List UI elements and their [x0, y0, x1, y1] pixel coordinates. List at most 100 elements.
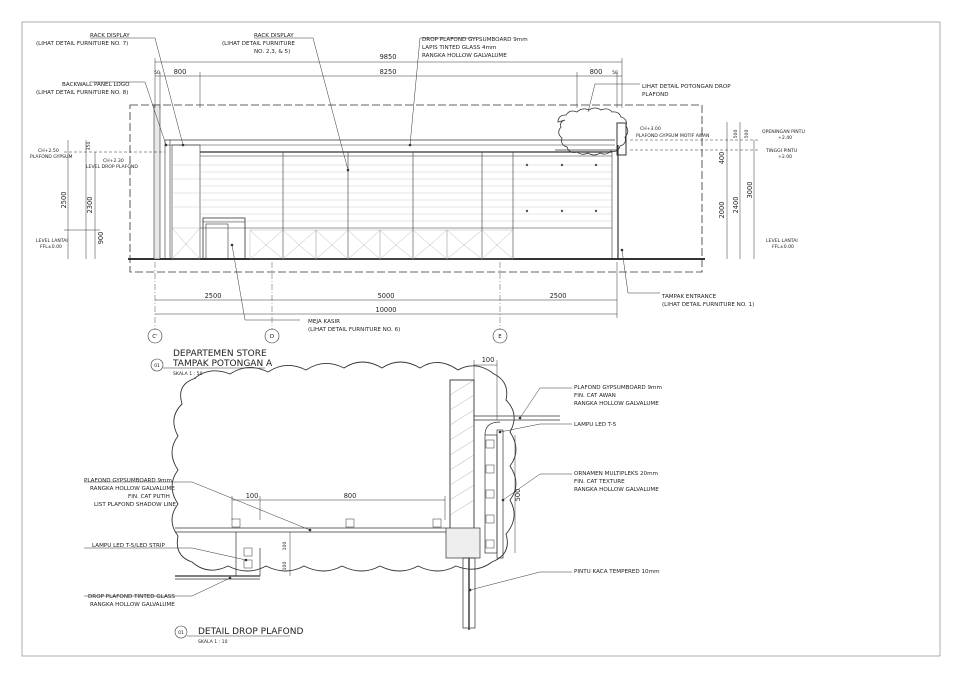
detail-dim-500: 500 — [514, 489, 522, 502]
detail-leaders — [84, 387, 572, 597]
detail-kaca-label: PINTU KACA TEMPERED 10mm — [574, 569, 660, 575]
right-dimensions — [630, 122, 760, 259]
section-boundary — [129, 104, 703, 273]
detail-drop-label: DROP PLAFOND TINTED GLASS — [88, 594, 175, 600]
drop-label-2: LAPIS TINTED GLASS 4mm — [422, 45, 496, 51]
rack2-label: RACK DISPLAY — [254, 33, 294, 39]
dim-2500-a: 2500 — [205, 292, 222, 300]
ch230-label: CH+2.30 — [103, 158, 124, 164]
detail-dim-800: 800 — [344, 492, 357, 500]
backwall-label: BACKWALL PANEL LOGO — [62, 82, 130, 88]
detail-pgl-label-2: RANGKA HOLLOW GALVALUME — [90, 486, 175, 492]
lantai-right-label-2: FFL±0.00 — [772, 244, 794, 250]
grid-lines-a — [154, 262, 501, 330]
lantai-left-label-2: FFL±0.00 — [40, 244, 62, 250]
dim-2500-v: 2500 — [60, 192, 68, 209]
detail-pg-label: PLAFOND GYPSUMBOARD 9mm — [574, 385, 662, 391]
grid-bubbles: C' D E — [147, 328, 508, 344]
tinggi-label: TINGGI PINTU — [765, 148, 797, 154]
dim-5000: 5000 — [378, 292, 395, 300]
bukaan-label-2: +2.40 — [778, 135, 792, 141]
dim-800-right: 800 — [590, 68, 603, 76]
lantai-right-label: LEVEL LANTAI — [766, 238, 798, 244]
dim-2000: 2000 — [718, 202, 726, 219]
dim-800-left: 800 — [174, 68, 187, 76]
detail-cloud — [171, 361, 517, 572]
detail-ornamen-label: ORNAMEN MULTIPLEKS 20mm — [574, 471, 658, 477]
leader-dots-a — [164, 143, 624, 252]
dim-50-left: 50 — [154, 70, 160, 76]
drop-label: DROP PLAFOND GYPSUMBOARD 9mm — [422, 37, 528, 43]
lantai-left-label: LEVEL LANTAI — [36, 238, 68, 244]
bukaan-label: OPENINGAN PINTU — [762, 129, 805, 135]
detail-pgl-label-3: FIN. CAT PUTIH — [128, 494, 170, 500]
ch300-label: CH+3.00 — [640, 126, 661, 132]
entrance-label: TAMPAK ENTRANCE — [661, 294, 717, 300]
dim-9850: 9850 — [380, 53, 397, 61]
entrance-label-2: (LIHAT DETAIL FURNITURE NO. 1) — [662, 302, 754, 308]
lihat-detail-label: LIHAT DETAIL POTONGAN DROP — [642, 84, 731, 90]
kasir-label-2: (LIHAT DETAIL FURNITURE NO. 6) — [308, 327, 400, 333]
detail-callout-cloud — [557, 107, 629, 156]
bottom-dimensions — [155, 262, 618, 318]
detail-lampu-strip: LAMPU LED T-5/LED STRIP — [92, 543, 165, 549]
left-wall — [153, 104, 161, 260]
top-dimensions — [154, 58, 623, 108]
detail-dim-100-v2: 100 — [282, 562, 288, 571]
ch250-label: CH+2.50 — [38, 148, 59, 154]
rack-dividers — [200, 152, 613, 259]
detail-drop-plafond — [171, 361, 560, 630]
detail-drop-label-2: RANGKA HOLLOW GALVALUME — [90, 602, 175, 608]
detail-pg-label-2: FIN. CAT AWAN — [574, 393, 616, 399]
dim-350: 350 — [86, 142, 92, 151]
detail-title: DETAIL DROP PLAFOND — [198, 627, 303, 637]
dim-500-a: 500 — [733, 130, 739, 139]
detail-number: 01 — [178, 630, 184, 636]
detail-dimensions — [231, 360, 516, 576]
detail-pg-label-3: RANGKA HOLLOW GALVALUME — [574, 401, 659, 407]
detail-ornamen-label-2: FIN. CAT TEXTURE — [574, 479, 625, 485]
detail-leader-dots — [228, 416, 522, 592]
lihat-detail-label-2: PLAFOND — [642, 92, 669, 98]
left-dimensions — [64, 140, 165, 259]
detail-dim-100-top: 100 — [482, 356, 495, 364]
rack1-label-2: (LIHAT DETAIL FURNITURE NO. 7) — [36, 41, 128, 47]
drop-box — [235, 532, 261, 577]
section-a-scale: SKALA 1 : 50 — [173, 371, 203, 377]
rack2-label-2: (LIHAT DETAIL FURNITURE — [222, 41, 295, 47]
dim-900-v: 900 — [97, 232, 105, 245]
detail-scale: SKALA 1 : 10 — [198, 639, 228, 645]
concrete-column — [445, 527, 481, 559]
rack1-label: RACK DISPLAY — [90, 33, 130, 39]
dim-50-right: 50 — [612, 70, 618, 76]
section-a-elevation — [128, 104, 705, 273]
grid-c: C' — [152, 334, 157, 340]
panel-dots — [525, 163, 598, 213]
dim-8250: 8250 — [380, 68, 397, 76]
section-a-title-1: DEPARTEMEN STORE — [173, 349, 267, 359]
ornament-column — [484, 434, 498, 554]
dim-400: 400 — [718, 152, 726, 165]
dim-500-b: 500 — [744, 130, 750, 139]
sheet-border — [21, 21, 941, 657]
section-a-number: 01 — [154, 363, 160, 369]
detail-dim-100: 100 — [246, 492, 259, 500]
detail-pgl-label-4: LIST PLAFOND SHADOW LINE — [94, 502, 176, 508]
detail-dim-100-v1: 100 — [282, 542, 288, 551]
dim-3000: 3000 — [746, 182, 754, 199]
leaders-a — [90, 37, 660, 321]
rack-slats — [172, 164, 612, 222]
tinggi-label-2: +2.00 — [778, 154, 792, 160]
hollow-sections — [231, 439, 495, 569]
rack2-label-3: NO. 2,3, & 5) — [254, 49, 290, 55]
dim-2300-v: 2300 — [86, 197, 94, 214]
section-a-title-2: TAMPAK POTONGAN A — [172, 359, 273, 369]
plafond-awan-label: PLAFOND GYPSUM MOTIF AWAN — [636, 133, 709, 139]
detail-ornamen-label-3: RANGKA HOLLOW GALVALUME — [574, 487, 659, 493]
detail-title-block: 01 DETAIL DROP PLAFOND SKALA 1 : 10 — [174, 625, 303, 645]
grid-d: D — [270, 334, 274, 340]
detail-lampu-t5: LAMPU LED T-5 — [574, 422, 617, 428]
lower-cabinets — [171, 227, 514, 260]
